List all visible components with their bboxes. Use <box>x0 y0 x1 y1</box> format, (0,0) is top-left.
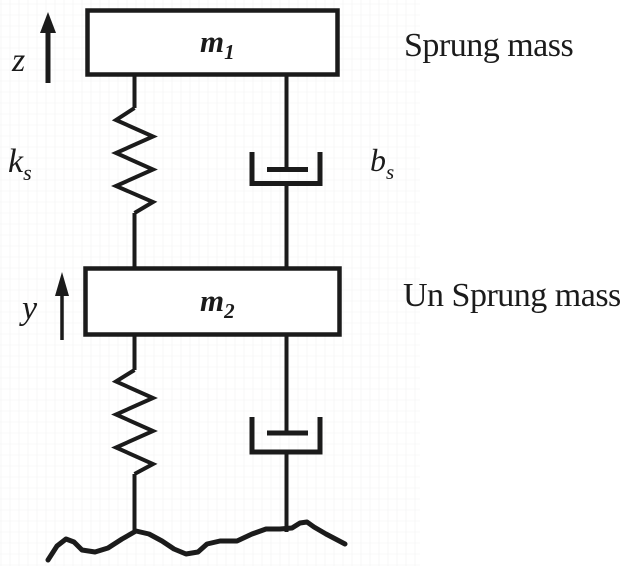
mass2-subscript: 2 <box>223 299 235 323</box>
damper-constant-main: b <box>370 142 386 178</box>
mass1-subscript: 1 <box>224 40 235 64</box>
suspension-spring <box>111 74 158 270</box>
sprung-mass-caption: Sprung mass <box>404 27 573 64</box>
unsprung-mass-caption: Un Sprung mass <box>403 277 621 314</box>
z-axis-arrow-icon <box>40 12 56 83</box>
damper-constant-label: bs <box>370 142 394 184</box>
sprung-mass-box <box>85 8 340 77</box>
y-axis-arrow-icon <box>55 272 69 340</box>
z-axis-label: z <box>11 42 25 79</box>
spring-constant-subscript: s <box>23 160 32 185</box>
spring-constant-label: ks <box>8 143 32 185</box>
mass1-label: m1 <box>200 24 235 64</box>
y-axis-label: y <box>19 290 38 327</box>
suspension-damper <box>249 74 323 270</box>
damper-constant-subscript: s <box>386 160 394 184</box>
spring-constant-main: k <box>8 143 24 180</box>
road-surface <box>45 519 348 563</box>
mass2-label: m2 <box>200 283 235 323</box>
mass2-main: m <box>200 283 224 318</box>
mass1-main: m <box>200 24 224 59</box>
unsprung-mass-box <box>83 266 342 337</box>
tire-spring <box>111 334 158 533</box>
tire-damper <box>249 334 323 532</box>
